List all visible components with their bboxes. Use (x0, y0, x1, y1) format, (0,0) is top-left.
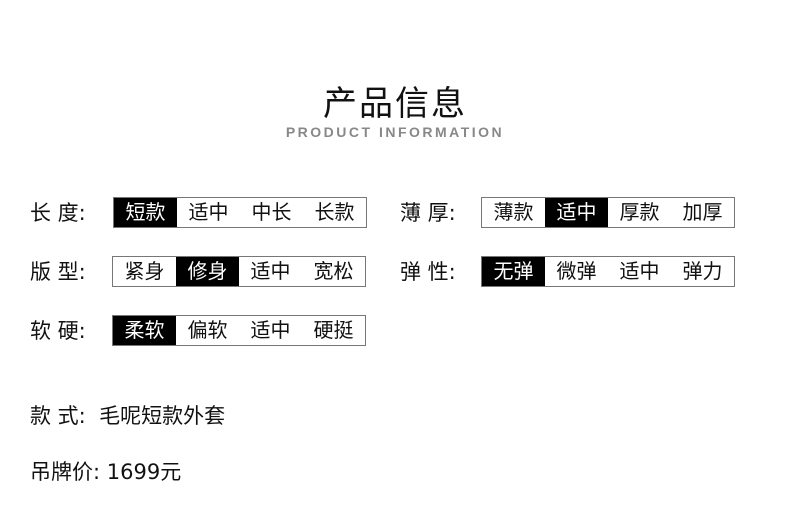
softness-options: 柔软偏软适中硬挺 (112, 315, 366, 346)
fit-option: 宽松 (313, 259, 354, 283)
length-option: 中长 (251, 200, 292, 224)
page-subtitle: PRODUCT INFORMATION (285, 124, 505, 140)
fit-option: 紧身 (124, 259, 165, 283)
elasticity-label: 弹 性: (400, 260, 456, 284)
style-row: 款 式: 毛呢短款外套 (30, 400, 225, 430)
price-label: 吊牌价: (30, 460, 101, 484)
softness-label: 软 硬: (30, 319, 86, 343)
thickness-options: 薄款适中厚款加厚 (481, 197, 735, 228)
thickness-option: 薄款 (493, 200, 534, 224)
elasticity-option: 无弹 (482, 257, 545, 286)
fit-label: 版 型: (30, 260, 86, 284)
elasticity-options: 无弹微弹适中弹力 (481, 256, 735, 287)
fit-option: 适中 (250, 259, 291, 283)
length-options: 短款适中中长长款 (113, 197, 367, 228)
price-value: 1699元 (106, 460, 182, 484)
fit-option: 修身 (176, 257, 239, 286)
elasticity-option: 微弹 (556, 259, 597, 283)
thickness-option: 加厚 (682, 200, 723, 224)
softness-option: 硬挺 (313, 318, 354, 342)
price-row: 吊牌价: 1699元 (30, 456, 181, 486)
length-option: 长款 (314, 200, 355, 224)
fit-options: 紧身修身适中宽松 (112, 256, 366, 287)
page-title: 产品信息 (323, 84, 467, 124)
style-label: 款 式: (30, 404, 86, 428)
thickness-label: 薄 厚: (400, 201, 456, 225)
style-value: 毛呢短款外套 (99, 404, 226, 428)
length-option: 适中 (188, 200, 229, 224)
length-option: 短款 (114, 198, 177, 227)
elasticity-option: 弹力 (682, 259, 723, 283)
thickness-option: 厚款 (619, 200, 660, 224)
softness-option: 适中 (250, 318, 291, 342)
softness-option: 偏软 (187, 318, 228, 342)
thickness-option: 适中 (545, 198, 608, 227)
elasticity-option: 适中 (619, 259, 660, 283)
softness-option: 柔软 (113, 316, 176, 345)
length-label: 长 度: (30, 201, 86, 225)
